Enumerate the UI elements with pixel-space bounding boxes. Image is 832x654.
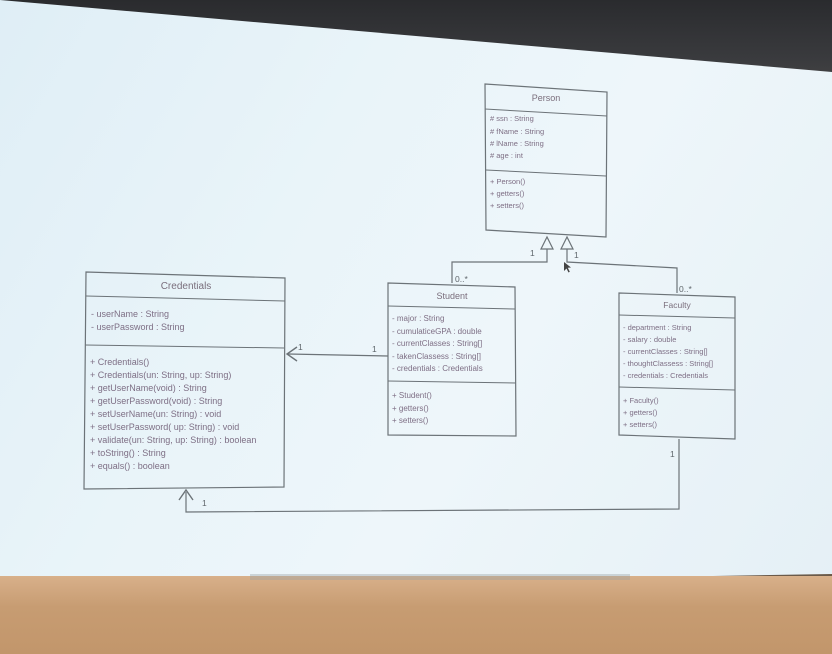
multiplicity-label: 1	[530, 248, 535, 258]
credentials-method: + toString() : String	[90, 448, 166, 458]
person-attr: # lName : String	[490, 139, 544, 148]
student-attr-separator	[387, 380, 517, 384]
mouse-cursor-icon	[564, 262, 571, 273]
student-method: + setters()	[392, 416, 429, 425]
credentials-attr-separator	[84, 344, 285, 349]
association-student-credentials: 1 1	[285, 342, 389, 362]
student-attr: - takenClassess : String[]	[392, 352, 481, 361]
generalization-student-person: 1 0..*	[451, 235, 554, 284]
credentials-box	[83, 271, 286, 490]
multiplicity-label: 1	[202, 498, 207, 508]
person-method: + setters()	[490, 201, 524, 210]
faculty-method: + setters()	[623, 420, 657, 429]
association-faculty-credentials: 1 1	[178, 439, 680, 513]
student-attr: - cumulaticeGPA : double	[392, 327, 482, 336]
projector-screen	[0, 0, 832, 588]
credentials-method: + setUserPassword( up: String) : void	[90, 422, 239, 432]
credentials-title-separator	[85, 295, 286, 302]
faculty-method: + Faculty()	[623, 396, 659, 405]
person-attr: # fName : String	[490, 127, 544, 136]
credentials-attr: - userName : String	[91, 309, 169, 319]
faculty-attr: - credentials : Credentials	[623, 371, 708, 380]
credentials-method: + getUserName(void) : String	[90, 383, 207, 393]
person-attr: # age : int	[490, 151, 524, 160]
multiplicity-label: 1	[298, 342, 303, 352]
person-class-name: Person	[532, 93, 561, 103]
student-title-separator	[387, 305, 516, 310]
credentials-class-name: Credentials	[161, 281, 212, 292]
student-method: + getters()	[392, 404, 429, 413]
wall-below-screen	[0, 576, 832, 654]
student-inheritance-line	[451, 249, 548, 283]
class-credentials: Credentials - userName : String - userPa…	[83, 271, 286, 490]
class-faculty: Faculty - department : String - salary :…	[618, 292, 736, 440]
faculty-class-name: Faculty	[663, 300, 691, 310]
student-box	[387, 282, 517, 437]
person-method: + getters()	[490, 189, 525, 198]
faculty-attr: - currentClasses : String[]	[623, 347, 708, 356]
person-attr-separator	[485, 169, 607, 177]
person-title-separator	[484, 108, 608, 117]
student-credentials-line	[287, 353, 389, 357]
student-credentials-arrowhead	[285, 346, 298, 362]
faculty-box	[618, 292, 736, 440]
student-class-name: Student	[436, 291, 468, 301]
class-student: Student - major : String - cumulaticeGPA…	[387, 282, 517, 437]
faculty-title-separator	[618, 314, 736, 319]
faculty-method: + getters()	[623, 408, 658, 417]
class-person: Person # ssn : String # fName : String #…	[484, 83, 608, 238]
screen-bottom-shadow	[250, 574, 630, 580]
multiplicity-label: 0..*	[455, 274, 468, 284]
student-method: + Student()	[392, 391, 432, 400]
faculty-attr: - department : String	[623, 323, 691, 332]
credentials-method: + getUserPassword(void) : String	[90, 396, 222, 406]
multiplicity-label: 1	[574, 250, 579, 260]
person-box	[484, 83, 608, 238]
person-method: + Person()	[490, 177, 526, 186]
student-attr: - major : String	[392, 314, 444, 323]
faculty-inheritance-arrowhead	[560, 235, 574, 250]
faculty-attr-separator	[618, 386, 736, 391]
student-inheritance-arrowhead	[540, 235, 554, 250]
credentials-method: + validate(un: String, up: String) : boo…	[90, 435, 256, 445]
faculty-attr: - thoughtClassess : String[]	[623, 359, 713, 368]
credentials-method: + Credentials(un: String, up: String)	[90, 370, 231, 380]
generalization-faculty-person: 1 0..*	[560, 235, 692, 294]
student-attr: - credentials : Credentials	[392, 364, 483, 373]
credentials-method: + setUserName(un: String) : void	[90, 409, 221, 419]
credentials-method: + Credentials()	[90, 357, 149, 367]
person-attr: # ssn : String	[490, 114, 534, 123]
student-attr: - currentClasses : String[]	[392, 339, 482, 348]
faculty-credentials-arrowhead	[178, 488, 194, 501]
faculty-attr: - salary : double	[623, 335, 676, 344]
multiplicity-label: 1	[670, 449, 675, 459]
credentials-method: + equals() : boolean	[90, 461, 170, 471]
multiplicity-label: 0..*	[679, 284, 692, 294]
credentials-attr: - userPassword : String	[91, 322, 185, 332]
multiplicity-label: 1	[372, 344, 377, 354]
faculty-credentials-line	[185, 439, 680, 513]
faculty-inheritance-line	[566, 249, 678, 293]
